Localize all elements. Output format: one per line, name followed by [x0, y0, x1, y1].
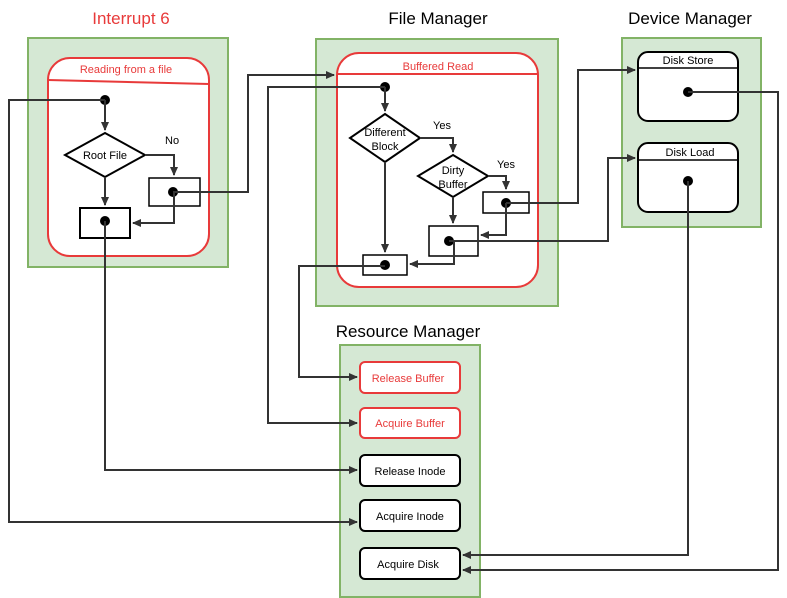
edge-root-file-no: [145, 154, 178, 176]
edge-label-no: No: [165, 135, 179, 147]
decision-dirty-buffer-line1: Dirty: [442, 165, 465, 177]
edge-dirty-buffer-yes: [488, 175, 510, 190]
edge-label-yes-1: Yes: [433, 120, 451, 132]
group-title-reading: Reading from a file: [80, 64, 172, 76]
lane-title-resource-manager: Resource Manager: [336, 322, 481, 341]
decision-root-file-label: Root File: [83, 150, 127, 162]
lane-title-device-manager: Device Manager: [628, 9, 752, 28]
node-disk-store: [637, 51, 739, 122]
decision-different-block-line2: Block: [372, 141, 399, 153]
edge-no-to-buffered-read: [173, 71, 335, 193]
release-buffer-label: Release Buffer: [372, 373, 445, 385]
edge-load-to-disk-load: [449, 154, 636, 242]
node-acquire-inode: [359, 499, 461, 532]
release-inode-label: Release Inode: [375, 466, 446, 478]
decision-dirty-buffer-line2: Buffer: [438, 179, 467, 191]
edge-start-to-acquire-inode: [8, 99, 358, 526]
edge-merge-to-release-buffer: [298, 265, 385, 381]
edge-disk-store-to-acquire-disk: [462, 91, 779, 574]
edge-start-to-acquire-buffer: [267, 86, 385, 427]
node-release-inode: [359, 454, 461, 487]
disk-load-label: Disk Load: [666, 147, 715, 159]
edge-different-block-yes: [420, 137, 457, 153]
edge-load-to-merge: [409, 241, 455, 268]
acquire-inode-label: Acquire Inode: [376, 511, 444, 523]
node-acquire-disk: [359, 547, 461, 580]
edge-merge-to-release-inode: [104, 221, 358, 474]
group-title-buffered-read: Buffered Read: [403, 61, 474, 73]
decision-different-block-line1: Different: [364, 127, 405, 139]
node-acquire-buffer: [359, 407, 461, 439]
edge-store-to-load: [480, 203, 507, 239]
lane-title-file-manager: File Manager: [388, 9, 488, 28]
acquire-buffer-label: Acquire Buffer: [375, 418, 445, 430]
acquire-disk-label: Acquire Disk: [377, 559, 439, 571]
edge-label-yes-2: Yes: [497, 159, 515, 171]
edge-no-to-merge: [132, 192, 175, 227]
edge-store-to-disk-store: [506, 66, 636, 204]
lane-title-interrupt: Interrupt 6: [92, 9, 170, 28]
disk-store-label: Disk Store: [663, 55, 714, 67]
edge-disk-load-to-acquire-disk: [462, 181, 689, 559]
node-release-buffer: [359, 361, 461, 394]
group-header-divider: [47, 79, 210, 85]
